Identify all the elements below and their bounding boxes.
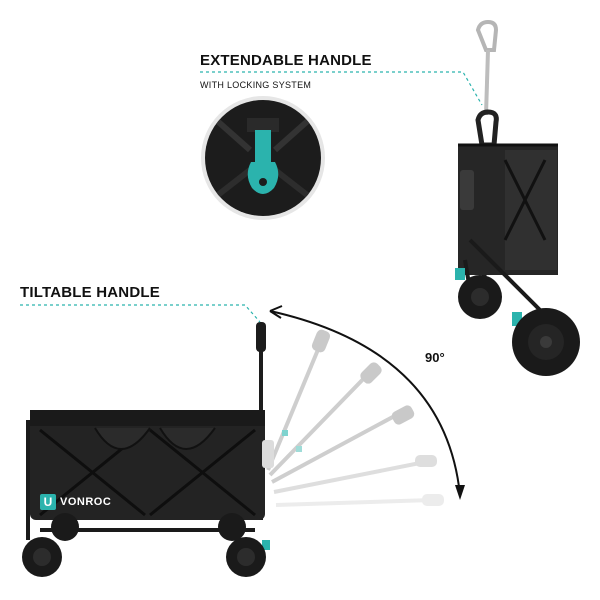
tiltable-handle-title: TILTABLE HANDLE xyxy=(20,284,160,301)
extendable-handle-subtitle: WITH LOCKING SYSTEM xyxy=(200,80,312,90)
brand-logo-letter: U xyxy=(43,495,53,509)
brand-logo: U xyxy=(40,494,56,510)
tilt-angle-label: 90° xyxy=(425,350,445,365)
brand-name: VONROC xyxy=(60,496,112,508)
extendable-handle-title: EXTENDABLE HANDLE xyxy=(200,52,372,69)
